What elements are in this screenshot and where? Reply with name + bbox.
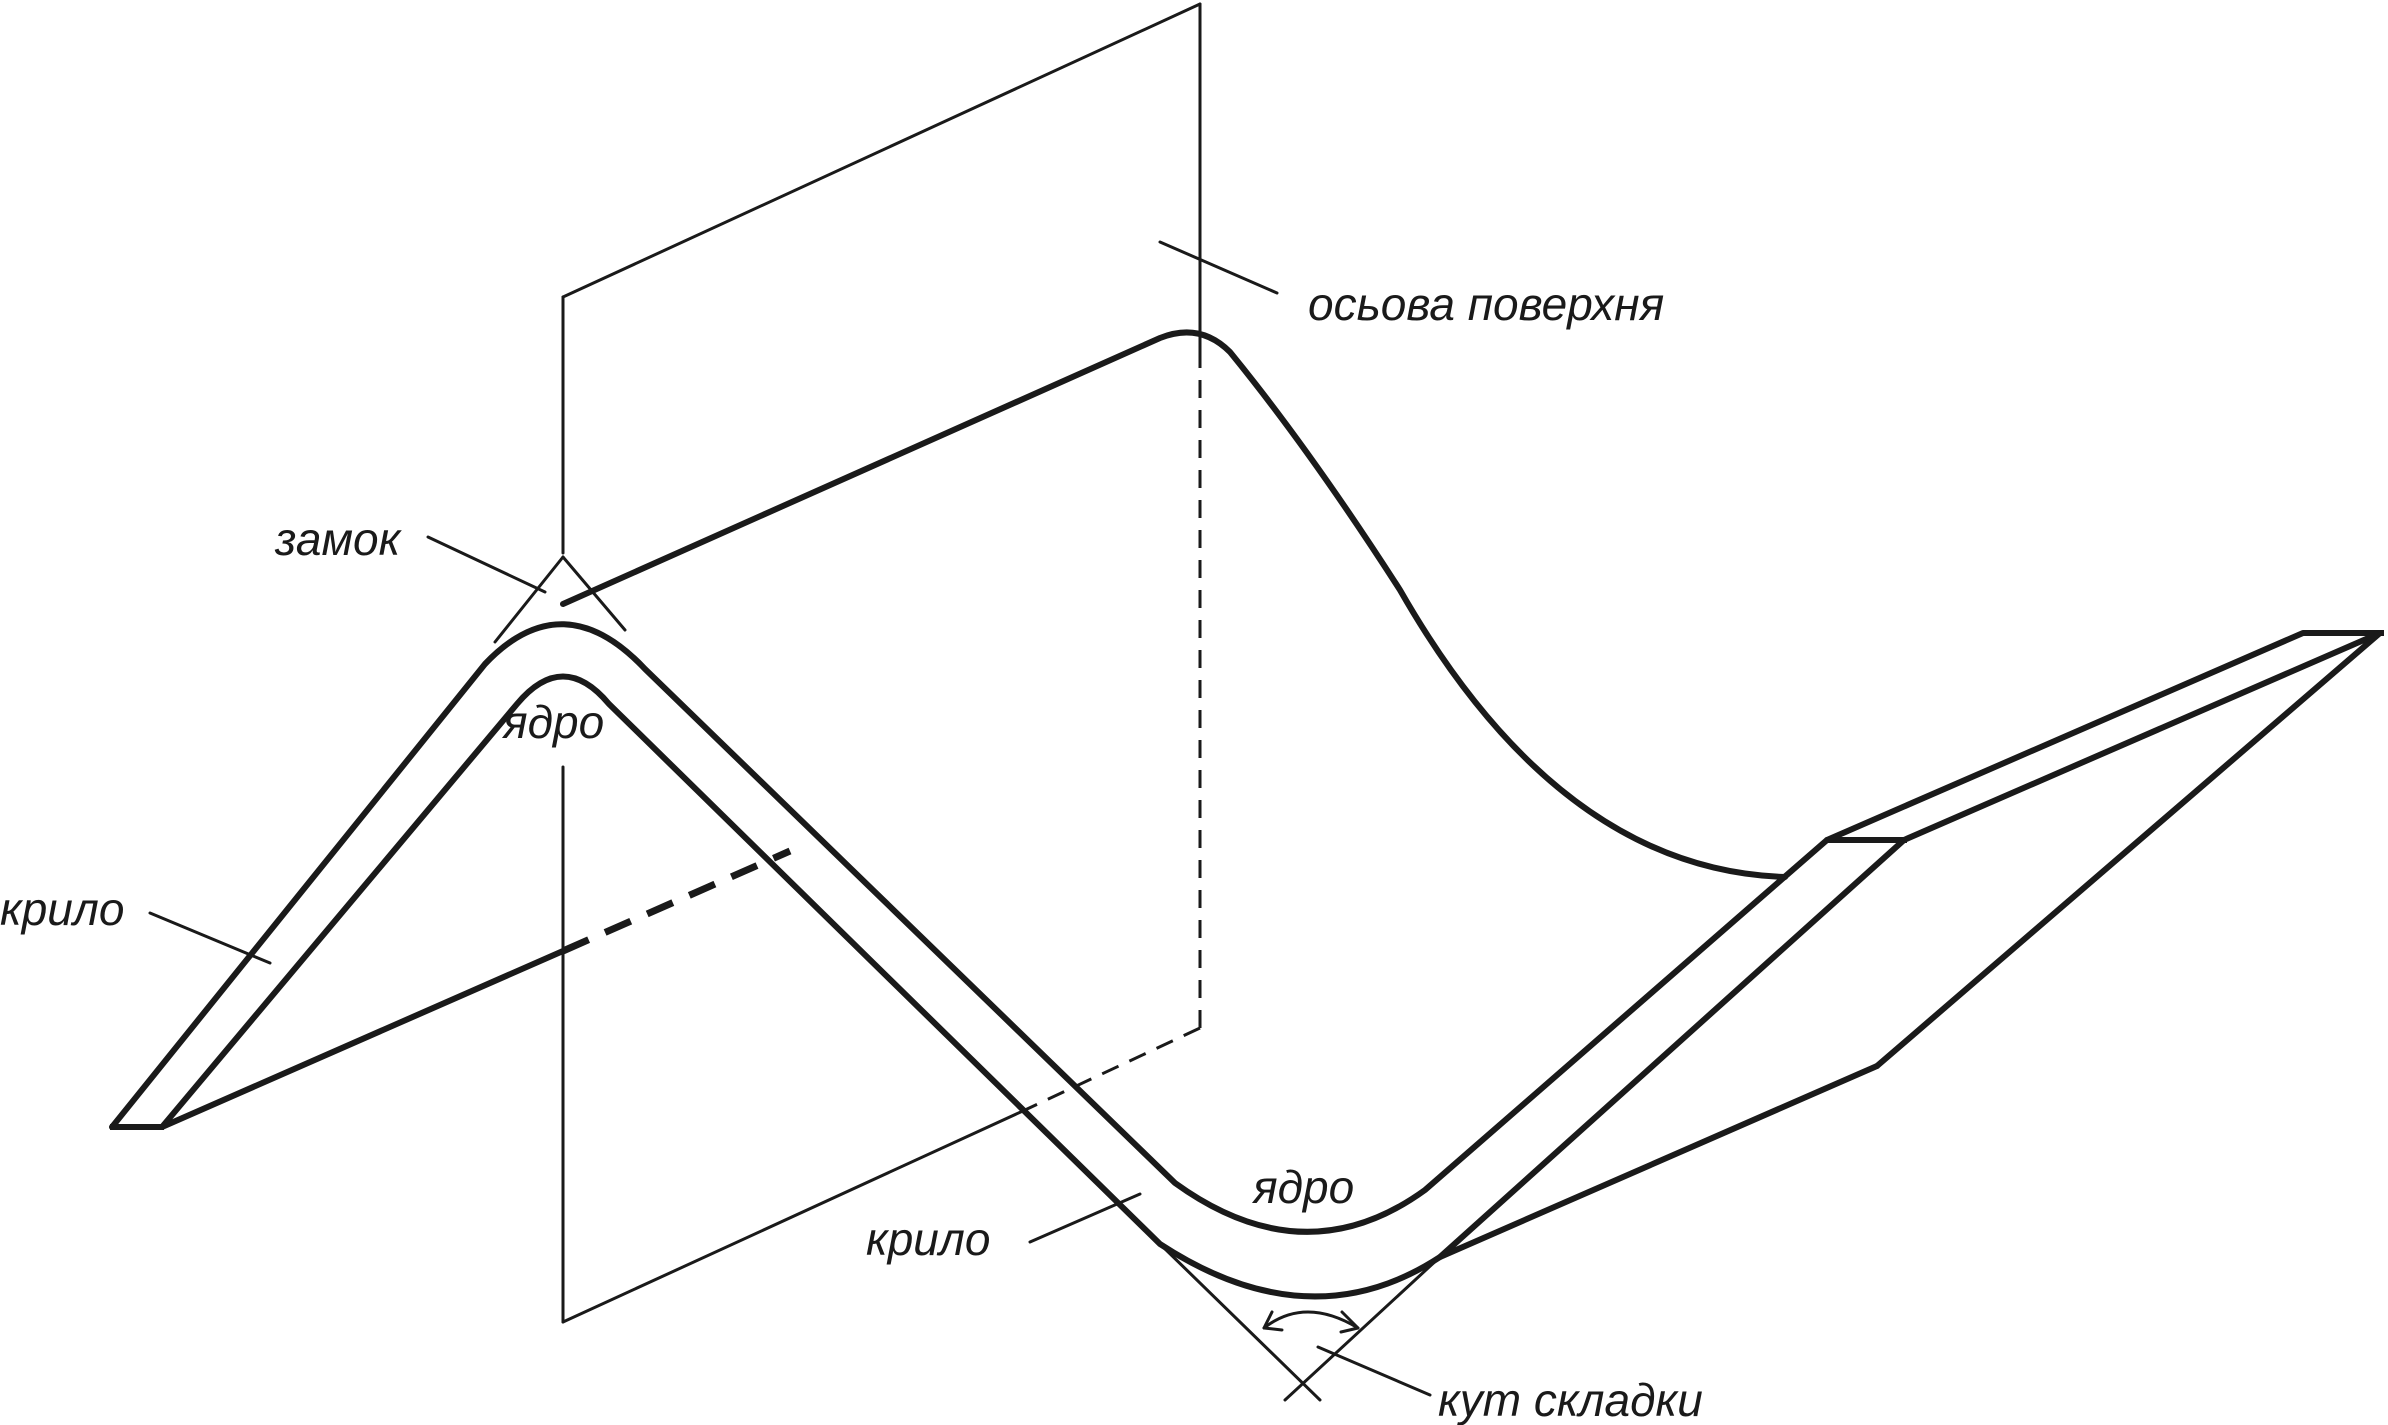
left-base-edge-hidden bbox=[561, 847, 792, 955]
fold-angle-arrow-left bbox=[1262, 1310, 1284, 1332]
left-base-edge bbox=[159, 948, 566, 1130]
hinge-tangent-right bbox=[561, 555, 627, 632]
leader-axial-surface bbox=[1158, 240, 1279, 295]
label-core-anticline: ядро bbox=[501, 696, 604, 748]
right-slab-far-edge bbox=[1874, 630, 2383, 1069]
right-limb-back-bottom bbox=[1901, 630, 2383, 843]
leader-lines bbox=[148, 240, 1432, 1397]
leader-limb-left bbox=[148, 911, 272, 965]
label-axial-surface: осьова поверхня bbox=[1308, 278, 1664, 330]
axial-plane-top-edge bbox=[561, 2, 1202, 299]
fold-angle-line-right bbox=[1283, 1255, 1442, 1402]
label-limb-middle: крило bbox=[866, 1213, 990, 1265]
leader-fold-angle bbox=[1316, 1345, 1432, 1397]
label-fold-angle: кут складки bbox=[1438, 1374, 1703, 1425]
hinge-line-back bbox=[560, 329, 1788, 880]
right-slab-base-edge bbox=[1437, 1063, 1880, 1260]
fold-angle-line-left bbox=[1158, 1242, 1322, 1402]
fold-angle-arrow-right bbox=[1339, 1310, 1360, 1334]
label-core-syncline: ядро bbox=[1251, 1161, 1354, 1213]
axial-plane-bottom-edge bbox=[561, 1108, 1027, 1324]
leader-hinge bbox=[426, 535, 547, 594]
leader-limb-middle bbox=[1028, 1192, 1142, 1244]
axial-plane-base-hidden bbox=[1024, 1026, 1201, 1112]
label-limb-left: крило bbox=[0, 883, 124, 935]
axial-plane bbox=[561, 2, 1202, 1324]
hinge-tangent-left bbox=[493, 555, 565, 644]
fold-angle-construction bbox=[1158, 1242, 1442, 1402]
layer-front-bottom bbox=[159, 673, 1907, 1300]
hinge-construction bbox=[493, 555, 627, 644]
label-hinge: замок bbox=[274, 513, 403, 565]
right-limb-back-top bbox=[1824, 630, 2306, 843]
fold-angle-arc bbox=[1262, 1310, 1360, 1330]
layer-front-top bbox=[109, 621, 1830, 1235]
